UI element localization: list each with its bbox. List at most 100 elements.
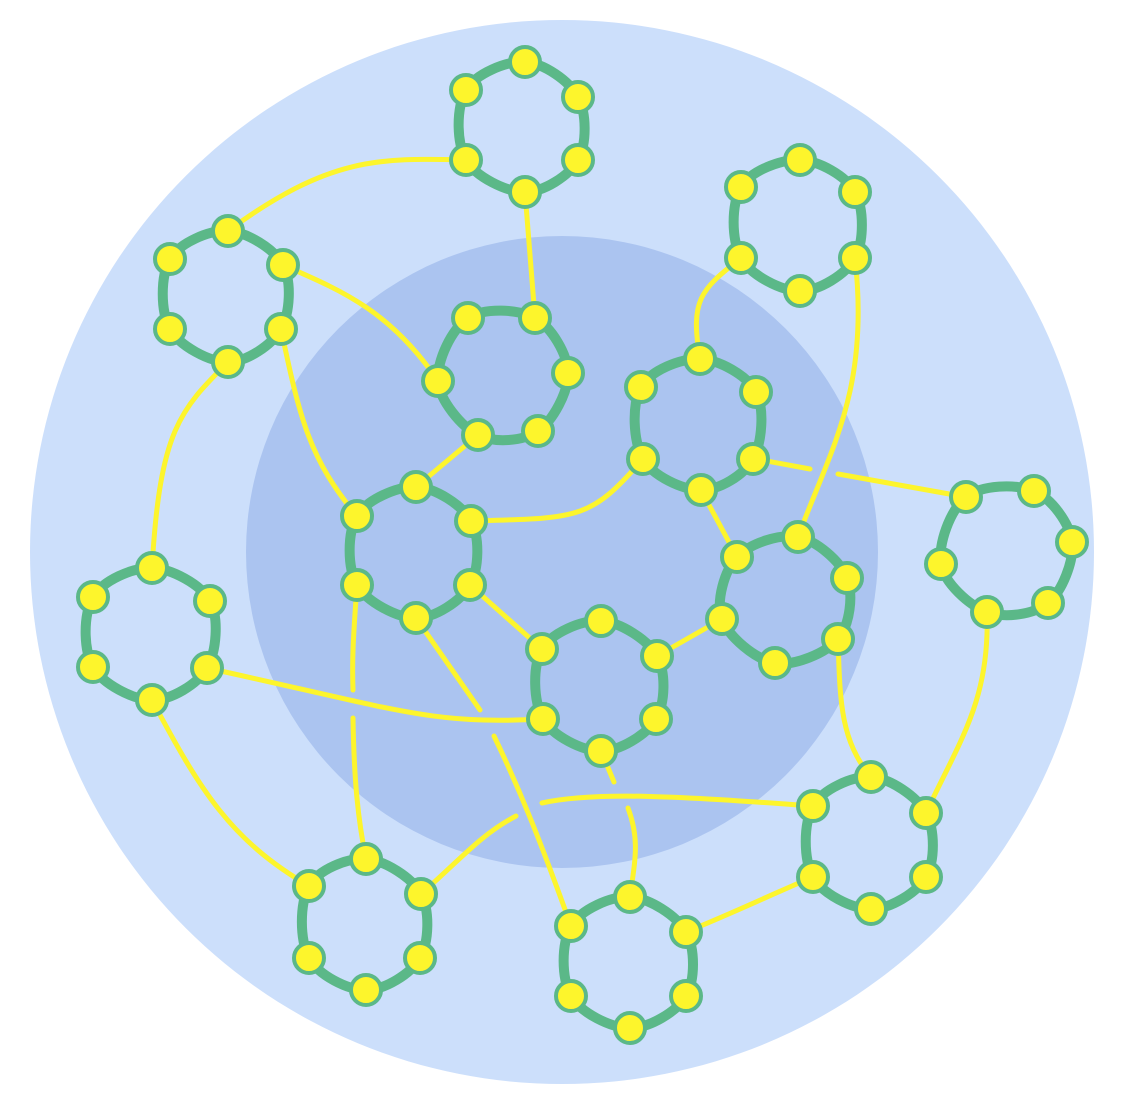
node-10-3 [854,892,888,926]
node-12-0 [613,880,647,914]
node-7-3 [970,595,1004,629]
node-1-3 [211,345,245,379]
node-11-2 [403,941,437,975]
node-4-5 [624,370,658,404]
node-4-3 [684,473,718,507]
node-3-4 [421,364,455,398]
link-10 [835,471,969,500]
node-3-1 [551,356,585,390]
node-1-0 [211,214,245,248]
node-4-2 [736,442,770,476]
link-1 [522,189,538,321]
node-2-4 [724,241,758,275]
node-8-1 [193,584,227,618]
node-7-4 [924,547,958,581]
link-20 [413,615,483,713]
node-4-0 [683,342,717,376]
node-2-2 [838,241,872,275]
node-1-1 [266,248,300,282]
ring-5 [340,470,488,635]
node-0-2 [561,143,595,177]
node-12-1 [669,915,703,949]
ring-6 [705,520,864,680]
node-2-3 [783,274,817,308]
ring-2 [724,143,872,308]
node-1-5 [153,242,187,276]
node-11-1 [404,877,438,911]
node-2-0 [783,143,817,177]
node-6-1 [830,561,864,595]
node-8-3 [135,683,169,717]
ring-0 [449,45,595,209]
node-8-4 [76,650,110,684]
node-12-3 [613,1011,647,1045]
link-8 [468,456,646,524]
rings-layer [76,45,1089,1045]
ring-12 [554,880,703,1045]
link-17 [149,697,312,889]
node-4-4 [626,442,660,476]
node-8-2 [190,651,224,685]
node-10-4 [796,860,830,894]
node-9-2 [639,702,673,736]
node-12-4 [554,979,588,1013]
node-5-0 [399,470,433,504]
node-5-3 [399,601,433,635]
node-5-2 [453,568,487,602]
node-9-0 [584,604,618,638]
link-3 [278,326,360,519]
node-3-5 [451,301,485,335]
node-3-0 [518,301,552,335]
node-5-5 [340,499,374,533]
node-0-5 [449,73,483,107]
node-9-3 [584,734,618,768]
node-2-1 [838,175,872,209]
node-3-2 [521,414,555,448]
node-2-5 [724,170,758,204]
node-8-5 [76,580,110,614]
node-6-5 [720,540,754,574]
node-0-0 [508,45,542,79]
node-7-0 [1017,474,1051,508]
node-6-3 [758,646,792,680]
node-7-5 [949,480,983,514]
node-12-2 [669,979,703,1013]
link-2 [280,262,441,384]
ring-7 [924,474,1089,629]
ring-8 [76,551,227,717]
node-3-3 [461,418,495,452]
node-10-0 [854,760,888,794]
node-11-0 [349,842,383,876]
ring-3 [421,301,585,452]
node-6-0 [781,520,815,554]
node-10-1 [909,796,943,830]
link-16 [204,665,546,723]
link-0 [225,156,469,234]
node-5-4 [340,568,374,602]
node-1-4 [153,312,187,346]
node-4-1 [739,375,773,409]
link-23 [539,793,816,809]
ring-11 [292,842,438,1007]
node-10-5 [796,789,830,823]
ring-9 [525,604,674,768]
ring-1 [153,214,300,379]
node-6-4 [705,602,739,636]
link-15 [923,609,990,816]
node-0-1 [561,80,595,114]
node-12-5 [554,909,588,943]
node-9-1 [640,639,674,673]
node-10-2 [909,860,943,894]
ring-4 [624,342,773,507]
node-0-4 [449,143,483,177]
node-9-5 [525,632,559,666]
ring-10 [796,760,943,926]
node-11-3 [349,973,383,1007]
node-7-2 [1031,586,1065,620]
link-7 [795,255,861,540]
node-9-4 [526,702,560,736]
node-8-0 [135,551,169,585]
inner-disc [246,236,878,868]
node-11-5 [292,869,326,903]
